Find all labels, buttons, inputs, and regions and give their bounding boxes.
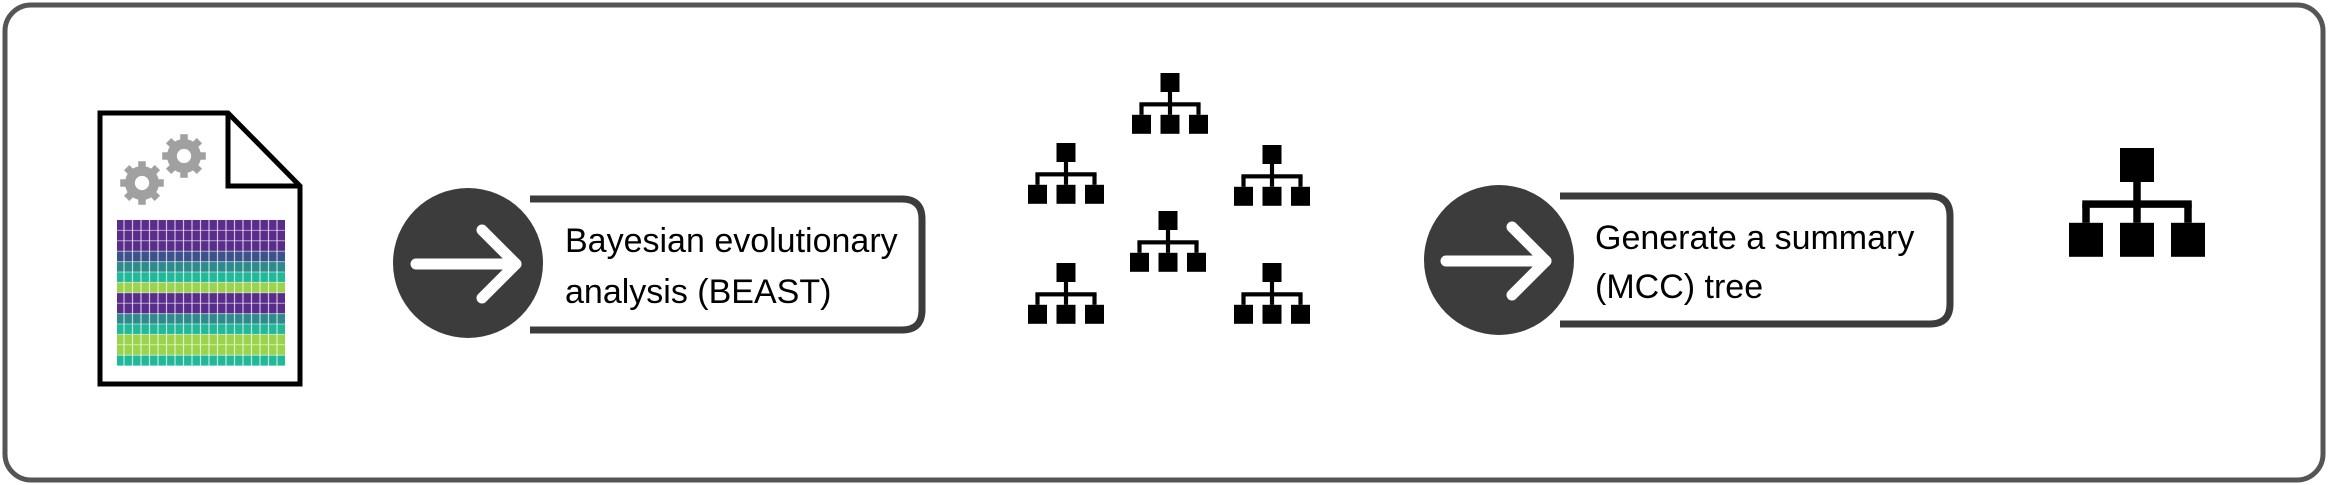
tree-icon <box>1028 143 1104 204</box>
step-label-line-2: (MCC) tree <box>1595 268 1763 306</box>
step-generate-summary: Generate a summary (MCC) tree <box>1424 185 1954 335</box>
step-label-line-2: analysis (BEAST) <box>565 273 831 311</box>
tree-icon <box>1028 263 1104 324</box>
step-label-line-1: Bayesian evolutionary <box>565 222 898 260</box>
alignment-matrix-graphic <box>117 220 285 366</box>
arrow-right-icon <box>1440 221 1552 301</box>
tree-icon <box>1234 145 1310 206</box>
tree-icon <box>1132 73 1208 134</box>
tree-icon <box>1130 211 1206 272</box>
gears-icon <box>120 134 206 205</box>
alignment-file-icon <box>97 110 303 387</box>
posterior-trees-icon <box>1028 73 1310 324</box>
summary-tree-icon <box>2069 148 2205 257</box>
tree-icon <box>2069 148 2205 257</box>
step-label-line-1: Generate a summary <box>1595 219 1914 257</box>
tree-icon <box>1234 263 1310 324</box>
arrow-right-icon <box>410 224 522 304</box>
step-bayesian-analysis: Bayesian evolutionary analysis (BEAST) <box>393 188 926 338</box>
